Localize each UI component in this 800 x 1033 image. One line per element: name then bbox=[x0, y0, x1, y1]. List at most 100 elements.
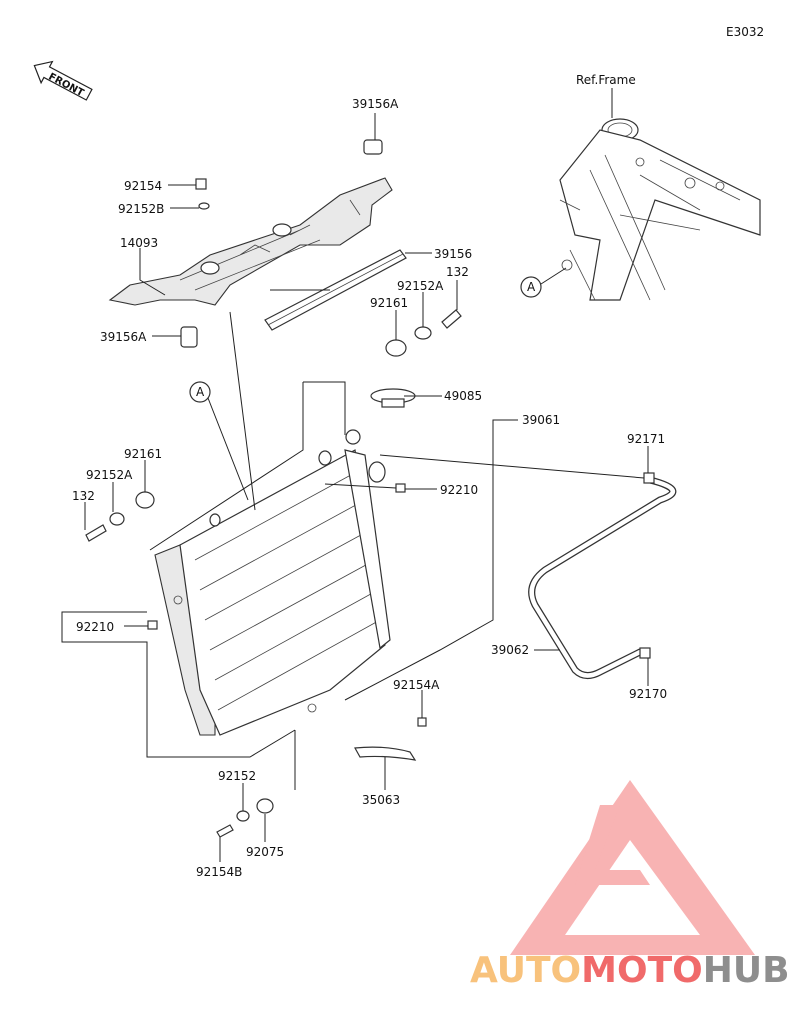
shroud-pad-39156 bbox=[264, 249, 407, 331]
bolt-132-top bbox=[441, 309, 462, 329]
radiator-mount-ring-2 bbox=[209, 513, 221, 527]
front-arrow: FRONT bbox=[33, 60, 93, 101]
label-92075: 92075 bbox=[246, 845, 284, 859]
label-92152a-left: 92152A bbox=[86, 468, 133, 482]
radiator-fins bbox=[194, 469, 381, 711]
ref-marker-a-frame-label: A bbox=[527, 280, 536, 294]
label-92161-left: 92161 bbox=[124, 447, 162, 461]
front-arrow-shape bbox=[33, 60, 93, 101]
label-92154: 92154 bbox=[124, 179, 162, 193]
label-92170: 92170 bbox=[629, 687, 667, 701]
watermark-auto: AUTO bbox=[470, 950, 581, 991]
grommet-92075 bbox=[256, 798, 274, 814]
label-35063: 35063 bbox=[362, 793, 400, 807]
leader-a-radiator bbox=[207, 397, 249, 501]
leader-lines bbox=[61, 113, 649, 862]
frame-main-rail bbox=[559, 129, 761, 301]
ref-marker-a-radiator bbox=[189, 381, 211, 403]
watermark-text: AUTOMOTOHUB bbox=[470, 950, 790, 991]
frame-bolt-1 bbox=[635, 157, 645, 167]
guide-line-clip bbox=[324, 483, 397, 489]
radiator-left-mount bbox=[173, 595, 183, 605]
label-39061: 39061 bbox=[522, 413, 560, 427]
bolt-92154b bbox=[216, 824, 234, 838]
ref-marker-a-frame bbox=[520, 276, 542, 298]
guide-line-top bbox=[303, 381, 346, 435]
washer-92152b bbox=[198, 202, 210, 210]
label-39062: 39062 bbox=[491, 643, 529, 657]
radiator-filler-neck bbox=[345, 429, 361, 445]
shroud-bracket-boss-1 bbox=[200, 261, 220, 275]
bracket-35063 bbox=[354, 746, 417, 761]
bolt-92154a bbox=[417, 717, 427, 727]
hose-39062 bbox=[528, 476, 677, 679]
frame-bolt-3 bbox=[715, 181, 725, 191]
shroud-bracket-14093 bbox=[108, 177, 393, 306]
bolt-92154 bbox=[195, 178, 207, 190]
shroud-bracket-detail bbox=[179, 199, 361, 291]
label-92210-right: 92210 bbox=[440, 483, 478, 497]
guide-line-bracket bbox=[229, 311, 256, 511]
leader-14093 bbox=[139, 248, 166, 296]
label-39156a-top: 39156A bbox=[352, 97, 399, 111]
clip-92210-right bbox=[395, 483, 406, 493]
label-92161-top: 92161 bbox=[370, 296, 408, 310]
radiator-39061 bbox=[154, 429, 391, 736]
radiator-right-tank bbox=[344, 449, 391, 650]
frame-cross-member-1 bbox=[589, 154, 741, 301]
watermark-triangle-inner bbox=[565, 840, 700, 935]
watermark-moto: MOTO bbox=[581, 950, 703, 991]
label-14093: 14093 bbox=[120, 236, 158, 250]
ref-frame-drawing: Ref.Frame A bbox=[520, 73, 761, 301]
label-92152b: 92152B bbox=[118, 202, 164, 216]
frame-bolt-2 bbox=[684, 177, 696, 189]
guide-line-right bbox=[344, 455, 494, 701]
shroud-pad-strip bbox=[264, 249, 407, 331]
cushion-39156a-top bbox=[363, 139, 383, 155]
frame-cross-member-2 bbox=[559, 199, 701, 301]
watermark-m-stroke bbox=[575, 805, 650, 885]
grommet-92161-top bbox=[385, 339, 407, 357]
label-92152a-top: 92152A bbox=[397, 279, 444, 293]
label-92171: 92171 bbox=[627, 432, 665, 446]
diagram-code: E3032 bbox=[726, 25, 764, 39]
ref-marker-a-radiator-label: A bbox=[196, 385, 205, 399]
clip-92210-left bbox=[147, 620, 158, 630]
radiator-lower-mount bbox=[307, 703, 317, 713]
label-49085: 49085 bbox=[444, 389, 482, 403]
label-132-left: 132 bbox=[72, 489, 95, 503]
clamp-92170 bbox=[639, 647, 651, 659]
label-39156: 39156 bbox=[434, 247, 472, 261]
grommet-92161-left bbox=[135, 491, 155, 509]
guide-line-hose bbox=[379, 454, 645, 479]
label-39156a-bot: 39156A bbox=[100, 330, 147, 344]
label-92154a: 92154A bbox=[393, 678, 440, 692]
watermark-logo bbox=[510, 780, 755, 955]
label-92210-left: 92210 bbox=[76, 620, 114, 634]
shroud-pad-edge bbox=[267, 253, 404, 326]
shroud-bracket-boss-2 bbox=[272, 223, 292, 237]
ref-frame-label: Ref.Frame bbox=[576, 73, 636, 87]
leader-39061 bbox=[492, 419, 518, 455]
hose-39062-inner bbox=[529, 477, 675, 678]
collar-92152a-top bbox=[414, 326, 432, 340]
shroud-bracket-body bbox=[108, 177, 393, 306]
radiator-cap-49085 bbox=[370, 388, 416, 408]
part-labels: 39156A 92154 92152B 14093 39156 92152A 1… bbox=[72, 97, 667, 879]
collar-92152a-left bbox=[109, 512, 125, 526]
cushion-39156a-bottom bbox=[180, 326, 198, 348]
radiator-mount-ring bbox=[318, 450, 332, 466]
radiator-core bbox=[179, 449, 386, 736]
label-92152: 92152 bbox=[218, 769, 256, 783]
bolt-132-left bbox=[85, 524, 107, 542]
frame-bolt-4 bbox=[561, 259, 573, 271]
radiator-outlet bbox=[368, 461, 386, 483]
watermark-hub: HUB bbox=[703, 950, 790, 991]
washer-92152 bbox=[236, 810, 250, 822]
radiator-cap-body bbox=[381, 398, 405, 408]
label-92154b: 92154B bbox=[196, 865, 242, 879]
guide-line-bottom bbox=[61, 611, 296, 758]
label-132-top: 132 bbox=[446, 265, 469, 279]
clamp-92171 bbox=[643, 472, 655, 484]
